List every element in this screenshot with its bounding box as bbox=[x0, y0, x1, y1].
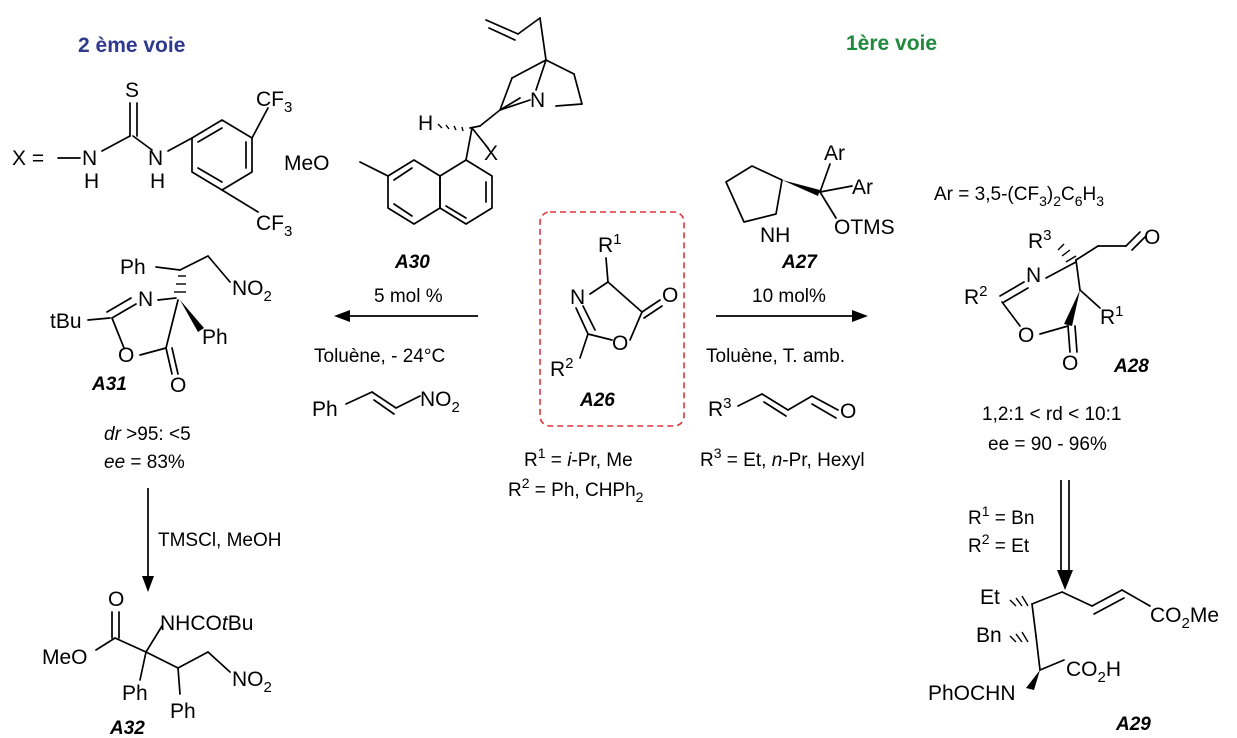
product-A31: Ph NO2 N tBu O Ph O A31 bbox=[50, 255, 272, 397]
A32-label: A32 bbox=[109, 718, 145, 738]
A31-ee: ee = 83% bbox=[104, 452, 185, 473]
right-r3: R3 = Et, n-Pr, Hexyl bbox=[700, 445, 865, 471]
svg-text:Ph: Ph bbox=[170, 700, 196, 723]
svg-text:O: O bbox=[1018, 324, 1034, 347]
left-solvent: Toluène, - 24°C bbox=[314, 346, 445, 367]
svg-text:O: O bbox=[662, 284, 678, 307]
svg-text:N: N bbox=[82, 147, 97, 170]
catalyst-A27: NH Ar Ar OTMS A27 bbox=[725, 142, 895, 273]
svg-text:CO2H: CO2H bbox=[1066, 658, 1121, 686]
svg-text:S: S bbox=[125, 79, 139, 102]
svg-text:H: H bbox=[150, 170, 165, 193]
svg-text:CO2Me: CO2Me bbox=[1150, 604, 1219, 632]
svg-text:R2: R2 bbox=[964, 283, 988, 309]
A28-ee: ee = 90 - 96% bbox=[988, 434, 1107, 455]
A27-label: A27 bbox=[781, 252, 818, 273]
A26-label: A26 bbox=[579, 390, 615, 411]
svg-text:MeO: MeO bbox=[42, 646, 88, 669]
route-1-title: 1ère voie bbox=[846, 32, 937, 55]
svg-text:O: O bbox=[612, 332, 628, 355]
svg-text:Ph: Ph bbox=[120, 256, 146, 279]
svg-text:Ph: Ph bbox=[202, 326, 228, 349]
svg-text:O: O bbox=[1144, 226, 1160, 249]
svg-text:R1: R1 bbox=[598, 231, 622, 257]
product-A32: O MeO NHCOtBu Ph NO2 Ph A32 bbox=[42, 588, 272, 738]
svg-text:tBu: tBu bbox=[50, 310, 82, 333]
A29-cond2: R2 = Et bbox=[968, 531, 1030, 557]
product-A29: Et CO2Me Bn CO2H PhOCHN A29 bbox=[928, 586, 1219, 735]
svg-text:MeO: MeO bbox=[284, 152, 330, 175]
catalyst-A30: N H X MeO A30 bbox=[284, 17, 583, 273]
svg-text:N: N bbox=[1026, 264, 1041, 287]
svg-text:Bn: Bn bbox=[976, 624, 1002, 647]
svg-text:R3: R3 bbox=[708, 395, 732, 421]
product-A28: R3 O N R2 O R1 O A28 bbox=[964, 226, 1160, 377]
svg-text:NO2: NO2 bbox=[232, 668, 272, 696]
svg-text:CF3: CF3 bbox=[256, 88, 292, 116]
A26-highlight-box bbox=[539, 211, 685, 427]
svg-text:OTMS: OTMS bbox=[834, 216, 895, 239]
enal-reagent: R3 O bbox=[708, 393, 856, 423]
A26-r1: R1 = i-Pr, Me bbox=[524, 445, 633, 471]
left-loading: 5 mol % bbox=[374, 286, 443, 307]
svg-text:NO2: NO2 bbox=[232, 277, 272, 305]
thiourea-substituent: X = N H S N H CF3 CF3 bbox=[12, 79, 292, 240]
svg-text:Et: Et bbox=[980, 586, 1000, 609]
svg-text:NH: NH bbox=[760, 224, 790, 247]
svg-text:R1: R1 bbox=[1100, 303, 1124, 329]
svg-text:X: X bbox=[484, 142, 498, 165]
svg-text:Ar: Ar bbox=[852, 176, 873, 199]
svg-text:O: O bbox=[108, 588, 124, 611]
A29-label: A29 bbox=[1115, 714, 1151, 735]
svg-text:H: H bbox=[418, 112, 433, 135]
svg-text:NO2: NO2 bbox=[420, 388, 460, 416]
A28-label: A28 bbox=[1113, 356, 1149, 377]
A26-r2: R2 = Ph, CHPh2 bbox=[508, 475, 644, 505]
down-left-conditions: TMSCl, MeOH bbox=[158, 530, 282, 551]
A29-cond1: R1 = Bn bbox=[968, 503, 1034, 529]
svg-text:Ph: Ph bbox=[122, 682, 148, 705]
svg-text:N: N bbox=[570, 286, 585, 309]
A30-label: A30 bbox=[394, 252, 430, 273]
svg-text:Ar: Ar bbox=[824, 142, 845, 165]
svg-text:NHCOtBu: NHCOtBu bbox=[160, 612, 253, 635]
A28-dr: 1,2:1 < rd < 10:1 bbox=[982, 404, 1121, 425]
svg-text:O: O bbox=[840, 400, 856, 423]
svg-text:N: N bbox=[138, 288, 153, 311]
substrate-A26: R1 N O O R2 A26 bbox=[550, 231, 678, 411]
svg-text:H: H bbox=[84, 170, 99, 193]
svg-text:X =: X = bbox=[12, 147, 44, 170]
svg-text:R3: R3 bbox=[1028, 227, 1052, 253]
svg-text:Ph: Ph bbox=[312, 398, 338, 421]
route-2-title: 2 ème voie bbox=[78, 34, 185, 57]
A27-ar-definition: Ar = 3,5-(CF3)2C6H3 bbox=[934, 184, 1104, 209]
A31-label: A31 bbox=[91, 374, 127, 395]
svg-text:O: O bbox=[1062, 352, 1078, 375]
svg-text:O: O bbox=[118, 344, 134, 367]
svg-text:PhOCHN: PhOCHN bbox=[928, 682, 1016, 705]
svg-text:N: N bbox=[148, 147, 163, 170]
svg-text:N: N bbox=[530, 89, 545, 112]
svg-text:R2: R2 bbox=[550, 355, 574, 381]
nitrostyrene: Ph NO2 bbox=[312, 388, 460, 421]
A31-dr: dr >95: <5 bbox=[104, 424, 191, 445]
svg-text:O: O bbox=[170, 374, 186, 397]
right-loading: 10 mol% bbox=[752, 286, 826, 307]
svg-text:CF3: CF3 bbox=[256, 212, 292, 240]
right-solvent: Toluène, T. amb. bbox=[706, 346, 845, 367]
